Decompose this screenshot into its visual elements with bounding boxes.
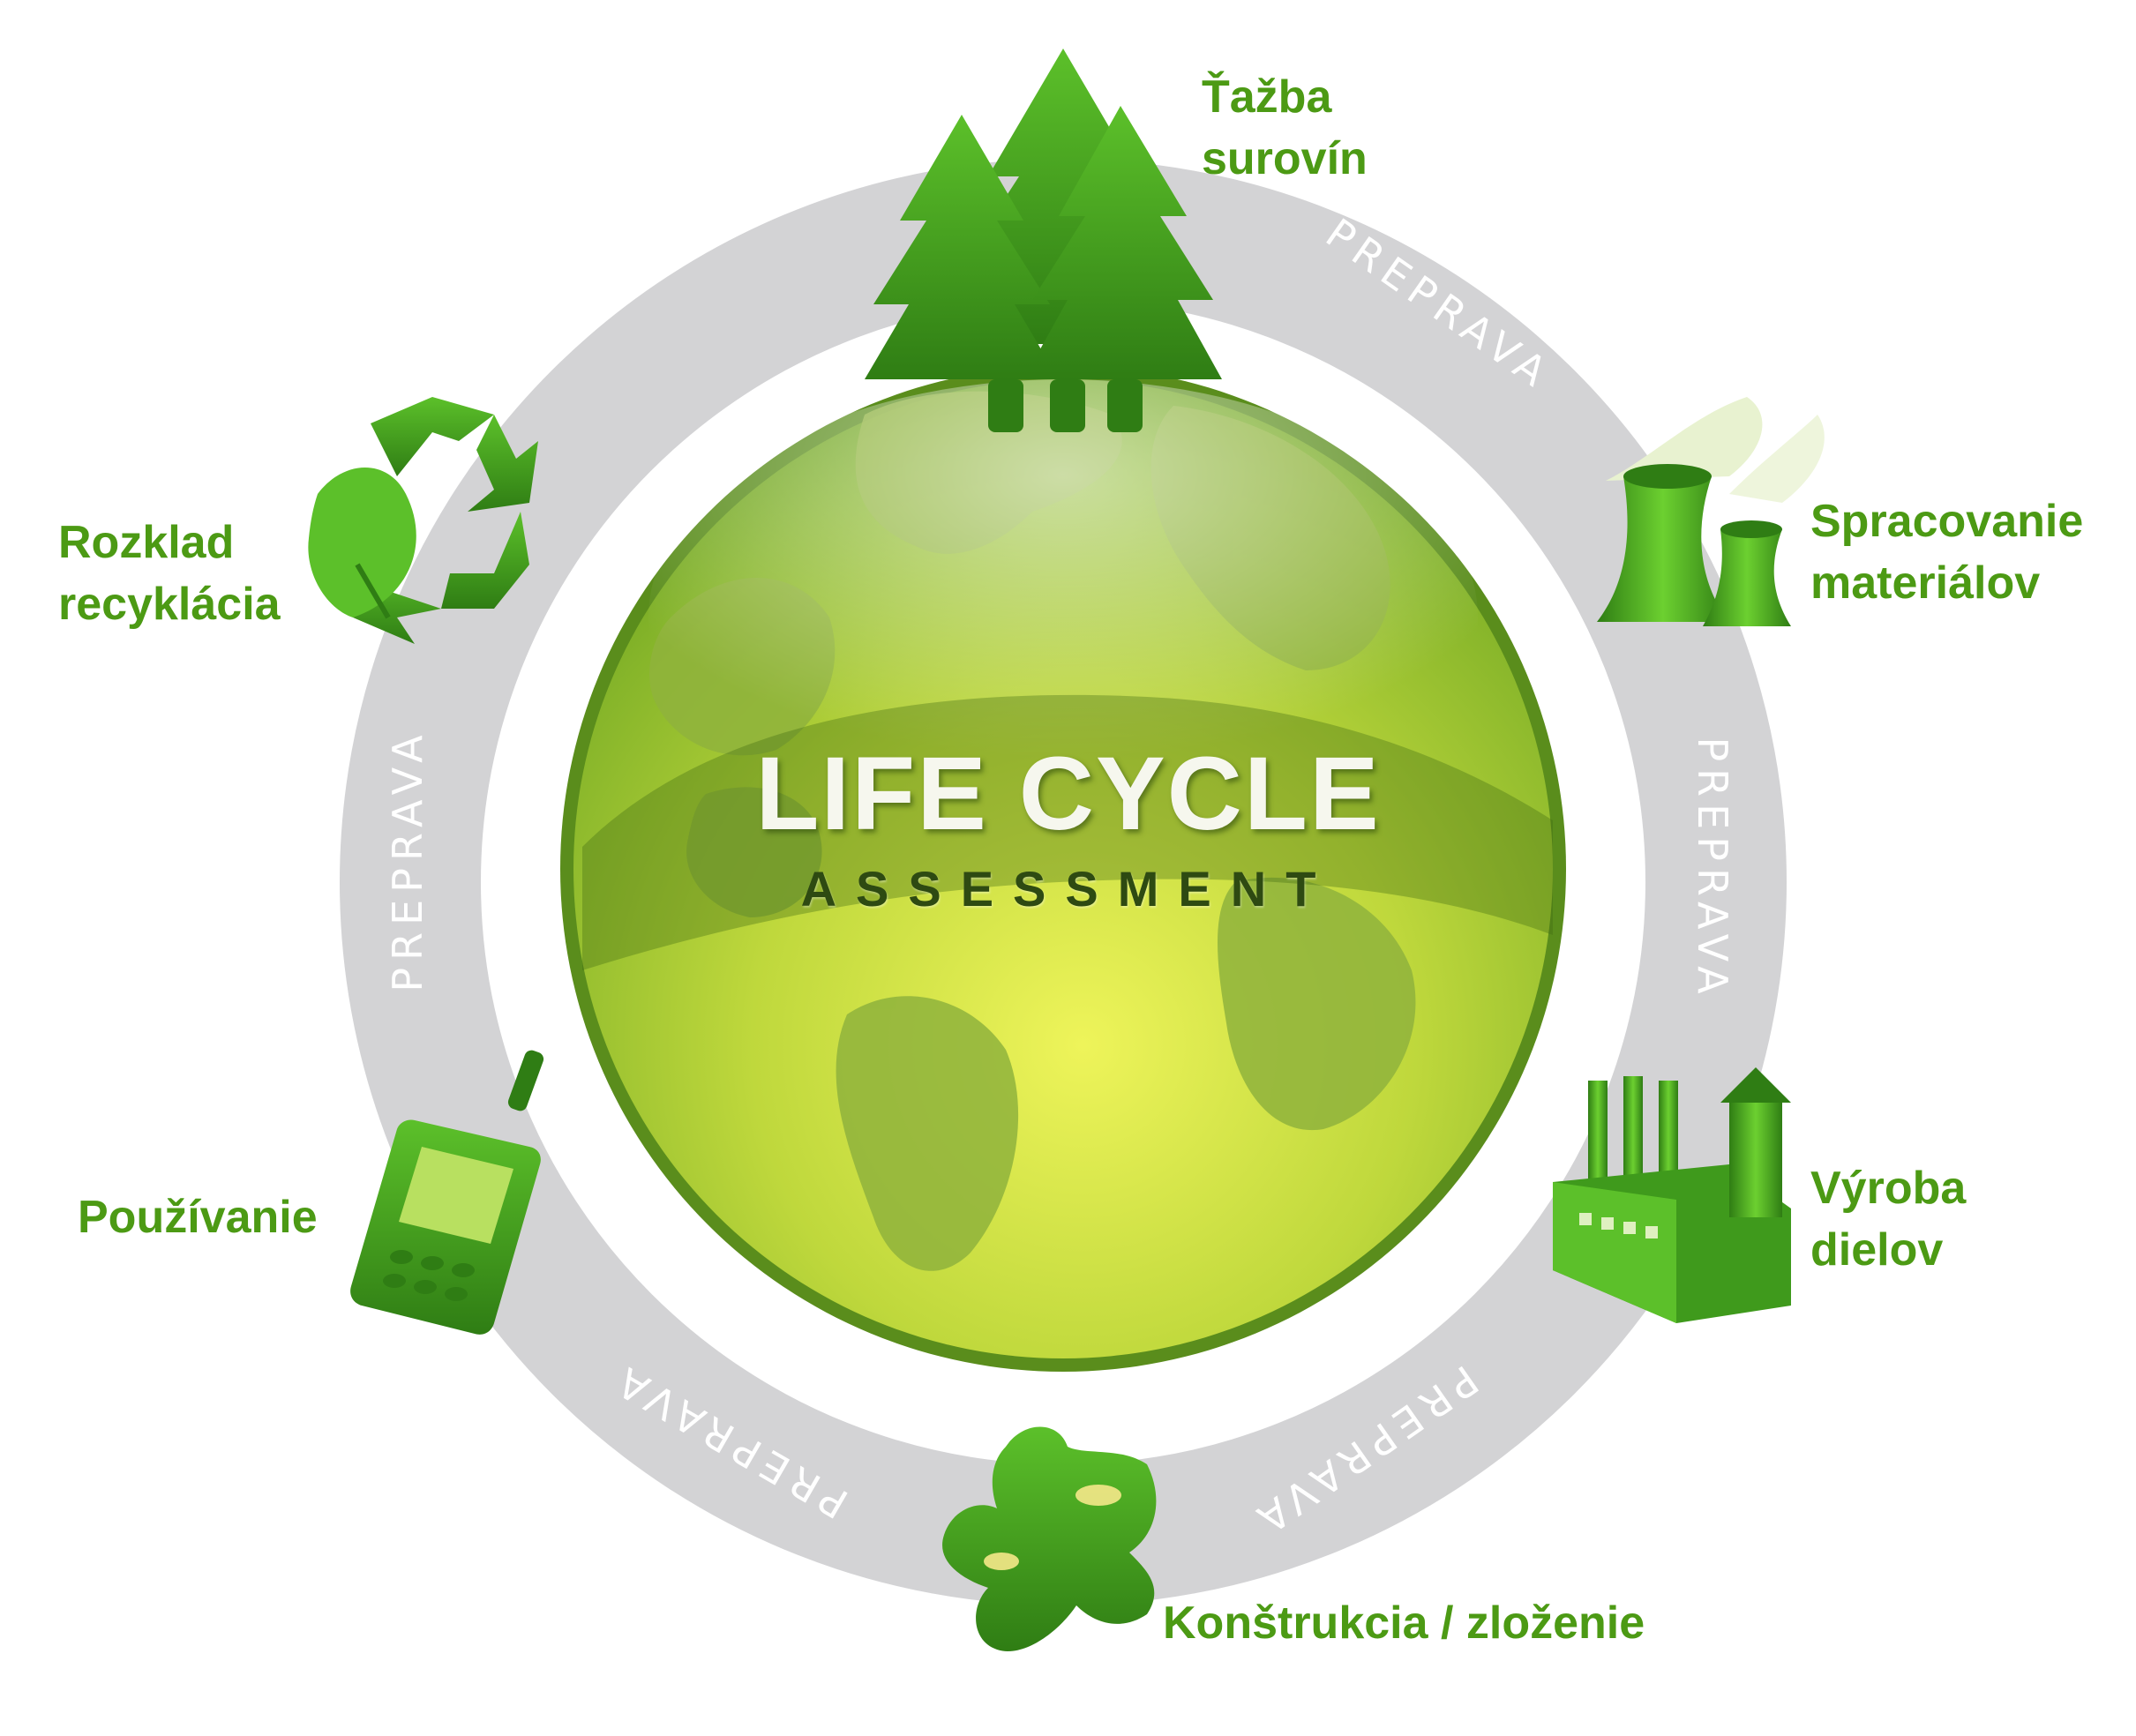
stage-label-extraction-line-1: Ťažba: [1202, 71, 1332, 123]
stage-label-extraction-line-2: surovín: [1202, 133, 1368, 184]
stage-label-extraction: Ťažba surovín: [1202, 66, 1368, 190]
puzzle-piece-icon: [942, 1426, 1157, 1651]
stage-label-manufacturing-line-1: Výroba: [1810, 1163, 1967, 1214]
lca-title: LIFE CYCLE: [755, 736, 1381, 852]
lca-subtitle: ASSESSMENT: [800, 861, 1336, 917]
stage-label-processing-line-2: materiálov: [1810, 557, 2041, 609]
mobile-phone-icon: [350, 1050, 544, 1335]
trees-icon: [865, 49, 1222, 432]
transport-label-5: PREPRAVA: [384, 728, 431, 991]
stage-label-manufacturing-line-2: dielov: [1810, 1224, 1944, 1276]
recycle-icon: [308, 397, 538, 644]
transport-label-2: PREPRAVA: [1689, 737, 1736, 1000]
stage-label-use-line-1: Používanie: [78, 1192, 318, 1243]
stage-label-disposal: Rozklad recyklácia: [58, 512, 281, 635]
stage-label-processing: Spracovanie materiálov: [1810, 490, 2083, 614]
stage-label-processing-line-1: Spracovanie: [1810, 496, 2084, 547]
cooling-towers-icon: [1597, 397, 1825, 626]
factory-icon: [1553, 1067, 1791, 1323]
stage-label-disposal-line-1: Rozklad: [58, 517, 235, 568]
stage-label-manufacturing: Výroba dielov: [1810, 1157, 1966, 1281]
stage-label-disposal-line-2: recyklácia: [58, 579, 281, 630]
stage-label-assembly-line-1: Konštrukcia / zloženie: [1163, 1598, 1645, 1649]
stage-label-assembly: Konštrukcia / zloženie: [1163, 1592, 1645, 1654]
globe: [560, 366, 1566, 1372]
stage-label-use: Používanie: [78, 1186, 318, 1248]
